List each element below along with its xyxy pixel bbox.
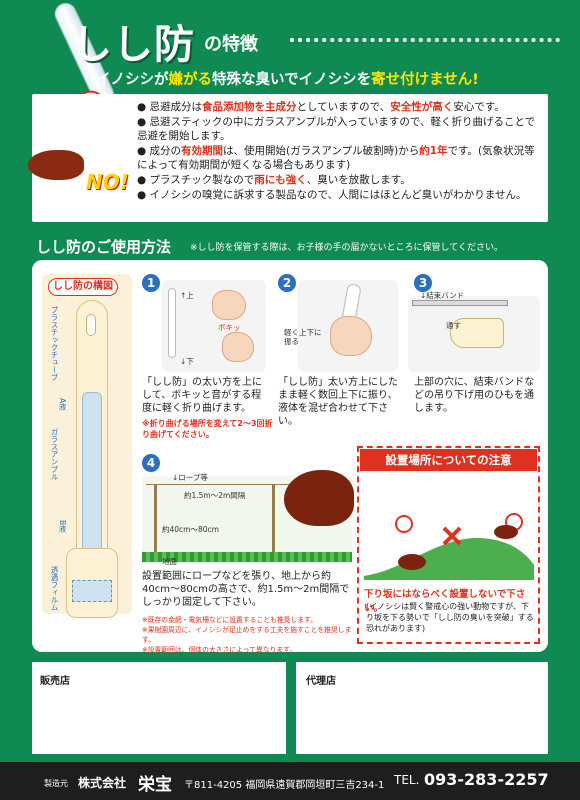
label-film: 透過フィルム bbox=[50, 566, 59, 611]
label-height: 約40cm〜80cm bbox=[162, 525, 219, 534]
feature-item: ● 成分の有効期間は、使用開始(ガラスアンプル破割時)から約1年です。(気象状況… bbox=[137, 145, 535, 171]
step-4-number: 4 bbox=[142, 454, 160, 472]
step-1-text: 「しし防」の太い方を上にして、ボキッと音がする程度に軽く折り曲げます。 bbox=[142, 377, 262, 414]
hand-icon bbox=[222, 332, 254, 362]
label-up: ↑上 bbox=[180, 291, 194, 300]
label-plastic-tube: プラスチックチューブ bbox=[50, 306, 59, 381]
label-cable-tie: ↓結束バンド bbox=[420, 291, 465, 300]
no-label: NO! bbox=[86, 170, 129, 194]
tube-hole bbox=[86, 314, 96, 336]
features-list: ● 忌避成分は食品添加物を主成分としていますので、安全性が高く安心です。 ● 忌… bbox=[137, 100, 545, 203]
company-name: 栄宝 bbox=[138, 775, 172, 795]
ampoule bbox=[82, 392, 102, 552]
step-3-text: 上部の穴に、結束バンドなどの吊り下げ用のひもを通します。 bbox=[414, 377, 535, 414]
maker-label: 製造元 bbox=[44, 779, 68, 788]
label-snap: ボキッ bbox=[218, 323, 241, 332]
step-4-text: 設置範囲にロープなどを張り、地上から約40cm〜80cmの高さで、約1.5m〜2… bbox=[142, 571, 350, 608]
usage-title: しし防のご使用方法 bbox=[36, 238, 172, 256]
tel-number: 093-283-2257 bbox=[424, 770, 549, 789]
step-2-number: 2 bbox=[278, 274, 296, 292]
label-rope: ↓ロープ等 bbox=[172, 473, 208, 482]
caution-body: (イノシシは賢く警戒心の強い動物ですが、下り坂を下る勢いで「しし防の臭いを突破」… bbox=[366, 602, 534, 633]
title-dots-divider bbox=[290, 38, 560, 42]
footer bbox=[0, 762, 580, 800]
agent-label: 代理店 bbox=[306, 676, 336, 687]
step-4-note: ※果樹園周辺に、イノシシが足止めをする工夫を施すことを推奨します。 bbox=[142, 626, 352, 644]
step-2-text: 「しし防」太い方上にしたまま軽く数回上下に振り、液体を混ぜ合わせて下さい。 bbox=[278, 377, 398, 427]
company-prefix: 株式会社 bbox=[78, 776, 127, 790]
label-liquid-a: A液 bbox=[58, 398, 67, 411]
label-ground: 地面 bbox=[162, 557, 177, 566]
step-4-notes: ※既存の金網・電気柵などに設置することも推奨します。 ※果樹園周辺に、イノシシが… bbox=[142, 615, 352, 655]
step-1-stick bbox=[168, 288, 176, 358]
label-thread: 通す bbox=[446, 321, 461, 330]
rope bbox=[146, 484, 346, 485]
boar-icon bbox=[284, 470, 354, 526]
company-address: 〒811-4205 福岡県遠賀郡岡垣町三吉234-1 bbox=[184, 780, 385, 791]
slope-illustration bbox=[364, 513, 534, 580]
tagline: イノシシが嫌がる特殊な臭いでイノシシを寄せ付けません! bbox=[96, 72, 479, 88]
seller-box bbox=[32, 662, 286, 754]
step-1-number: 1 bbox=[142, 274, 160, 292]
label-down: ↓下 bbox=[180, 357, 194, 366]
label-shake: 軽く上下に振る bbox=[284, 328, 322, 346]
feature-item: ● イノシシの嗅覚に訴求する製品なので、人間にはほとんど臭いがわかりません。 bbox=[137, 189, 527, 201]
caution-title: 設置場所についての注意 bbox=[360, 449, 537, 471]
structure-title: しし防の構図 bbox=[48, 278, 118, 296]
brand-title-suffix: の特徴 bbox=[204, 34, 258, 55]
brand-title: しし防 bbox=[72, 22, 195, 68]
step-4-note: ※設置範囲は、個体の大きさによって異なります。 bbox=[142, 646, 297, 654]
agent-box bbox=[296, 662, 548, 754]
hand-icon bbox=[330, 316, 372, 356]
label-interval: 約1.5m〜2m間隔 bbox=[184, 491, 246, 500]
step-4-note: ※既存の金網・電気柵などに設置することも推奨します。 bbox=[142, 616, 317, 624]
post bbox=[272, 484, 275, 556]
label-glass-ampoule: ガラスアンプル bbox=[50, 428, 59, 481]
usage-note: ※しし防を保管する際は、お子様の手の届かないところに保管してください。 bbox=[190, 243, 504, 253]
post bbox=[154, 484, 157, 556]
step-3-stick bbox=[450, 318, 504, 348]
feature-item: ● プラスチック製なので雨にも強く、臭いを放散します。 bbox=[137, 174, 411, 186]
seller-label: 販売店 bbox=[40, 676, 70, 687]
hand-icon bbox=[212, 290, 246, 320]
boar-icon bbox=[28, 150, 84, 180]
feature-item: ● 忌避スティックの中にガラスアンプルが入っていますので、軽く折り曲げることで忌… bbox=[137, 116, 536, 142]
step-3-number: 3 bbox=[414, 274, 432, 292]
transparent-film bbox=[72, 580, 112, 602]
ground-grass bbox=[142, 552, 352, 562]
cable-tie bbox=[412, 300, 508, 306]
features-box: ● 忌避成分は食品添加物を主成分としていますので、安全性が高く安心です。 ● 忌… bbox=[32, 94, 548, 222]
caution-warning: 下り坂にはならべく設置しないで下さい。 bbox=[364, 589, 526, 614]
label-liquid-b: B液 bbox=[58, 520, 67, 533]
tel-label: TEL. bbox=[394, 773, 420, 787]
step-1-note: ※折り曲げる場所を変えて2〜3回折り曲げてください。 bbox=[142, 419, 273, 439]
feature-item: ● 忌避成分は食品添加物を主成分としていますので、安全性が高く安心です。 bbox=[137, 101, 505, 113]
